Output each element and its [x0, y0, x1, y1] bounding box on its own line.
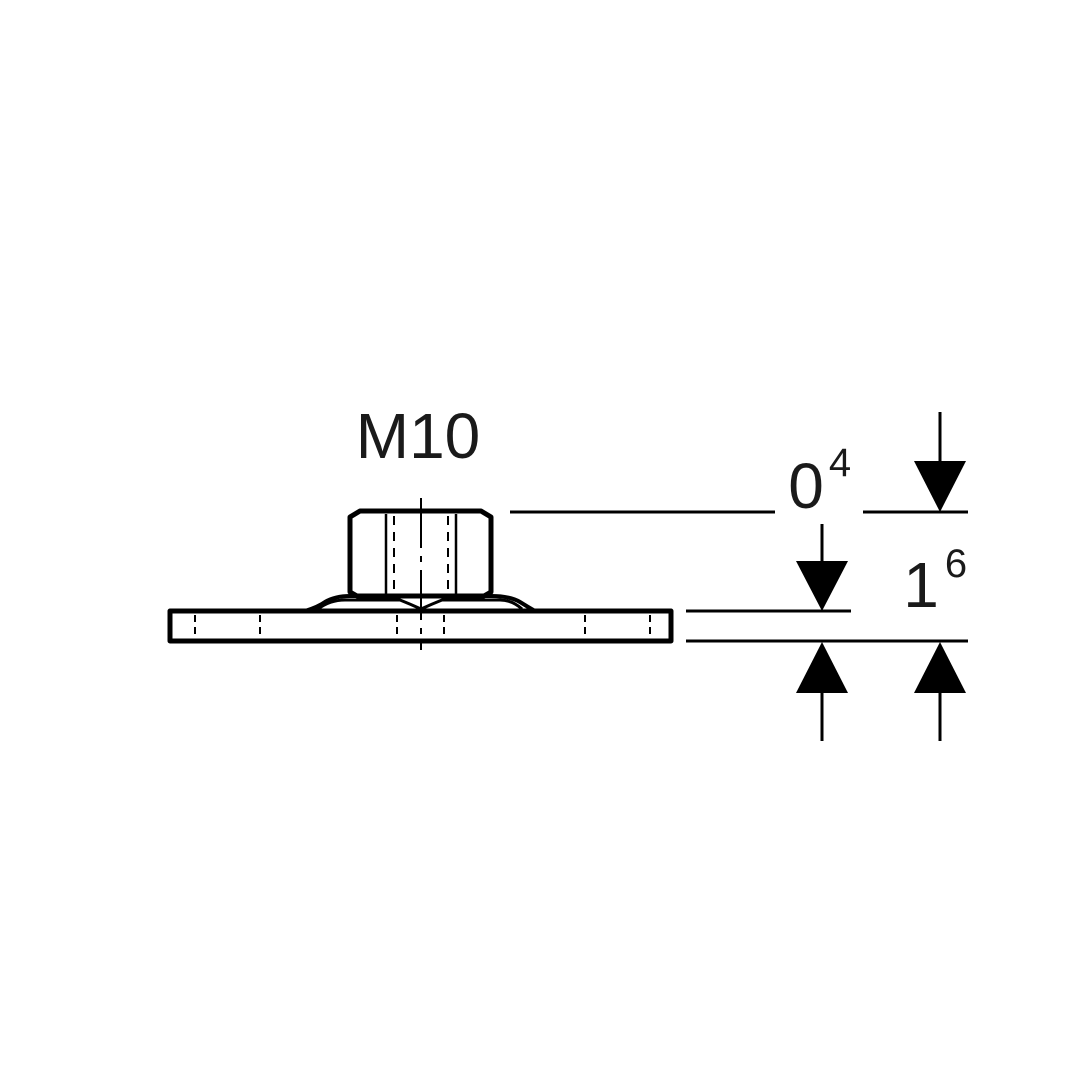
- dimension-top-value: 0: [788, 450, 824, 522]
- thread-label: M10: [356, 400, 481, 472]
- arrow-down-icon: [914, 461, 966, 512]
- dimension-lines: [510, 412, 968, 741]
- dimension-thickness-value: 1: [903, 549, 939, 621]
- hex-nut: [347, 508, 494, 599]
- dimension-thickness-superscript: 6: [945, 542, 967, 586]
- arrow-up-icon: [914, 642, 966, 693]
- arrow-up-icon: [796, 642, 848, 693]
- dimension-top-superscript: 4: [829, 441, 851, 485]
- dimension-arrows: [796, 461, 966, 693]
- plate-hole-ticks: [194, 615, 651, 637]
- arrow-down-icon: [796, 561, 848, 611]
- weld-flange: [303, 594, 537, 613]
